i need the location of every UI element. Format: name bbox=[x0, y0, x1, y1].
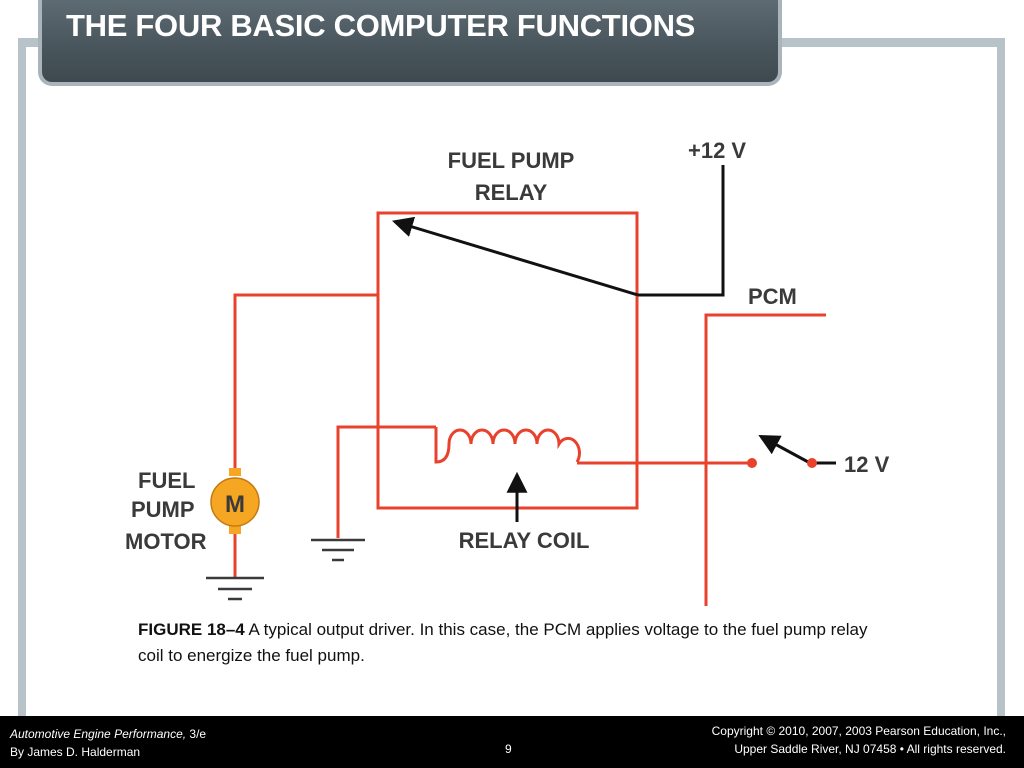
input-voltage-label: 12 V bbox=[844, 452, 890, 477]
figure-caption: FIGURE 18–4 A typical output driver. In … bbox=[138, 617, 878, 669]
figure-description: A typical output driver. In this case, t… bbox=[138, 620, 868, 665]
motor-label-line3: MOTOR bbox=[125, 529, 207, 554]
relay-coil-winding bbox=[434, 427, 581, 464]
motor-feed-wire bbox=[233, 293, 378, 472]
relay-box bbox=[376, 211, 639, 510]
coil-ground-wire bbox=[336, 425, 436, 538]
motor-symbol: M bbox=[225, 491, 245, 518]
red-wiring bbox=[233, 211, 826, 606]
relay-coil-label: RELAY COIL bbox=[459, 528, 590, 553]
slide-frame-right bbox=[997, 38, 1005, 716]
slide-frame-left bbox=[18, 38, 26, 716]
book-author: By James D. Halderman bbox=[10, 745, 141, 759]
pcm-outline bbox=[704, 313, 826, 606]
book-edition: 3/e bbox=[186, 727, 207, 741]
supply-voltage-label: +12 V bbox=[688, 138, 746, 163]
switch-terminals bbox=[747, 458, 817, 468]
copyright-line2: Upper Saddle River, NJ 07458 • All right… bbox=[734, 742, 1006, 756]
relay-switch bbox=[391, 165, 836, 522]
motor-label-line2: PUMP bbox=[131, 497, 195, 522]
supply-wire bbox=[638, 165, 725, 297]
page-number: 9 bbox=[505, 742, 512, 756]
relay-contact-arm bbox=[391, 216, 639, 297]
diagram-labels: FUEL PUMP RELAY +12 V PCM 12 V FUEL PUMP… bbox=[125, 138, 890, 554]
ground-symbols bbox=[206, 538, 365, 601]
input-switch-arm bbox=[758, 434, 811, 465]
figure-number: FIGURE 18–4 bbox=[138, 620, 245, 639]
title-bar: THE FOUR BASIC COMPUTER FUNCTIONS bbox=[38, 0, 782, 86]
slide-footer: Automotive Engine Performance, 3/e By Ja… bbox=[0, 716, 1024, 768]
footer-book-info: Automotive Engine Performance, 3/e By Ja… bbox=[10, 725, 206, 761]
relay-label-line2: RELAY bbox=[475, 180, 548, 205]
pcm-label: PCM bbox=[748, 284, 797, 309]
motor-label-line1: FUEL bbox=[138, 468, 195, 493]
fuel-pump-motor: M bbox=[210, 468, 260, 534]
relay-label-line1: FUEL PUMP bbox=[448, 148, 575, 173]
copyright-line1: Copyright © 2010, 2007, 2003 Pearson Edu… bbox=[711, 724, 1006, 738]
slide-title: THE FOUR BASIC COMPUTER FUNCTIONS bbox=[66, 8, 696, 43]
book-title: Automotive Engine Performance, bbox=[10, 727, 187, 741]
footer-copyright: Copyright © 2010, 2007, 2003 Pearson Edu… bbox=[712, 722, 1006, 758]
